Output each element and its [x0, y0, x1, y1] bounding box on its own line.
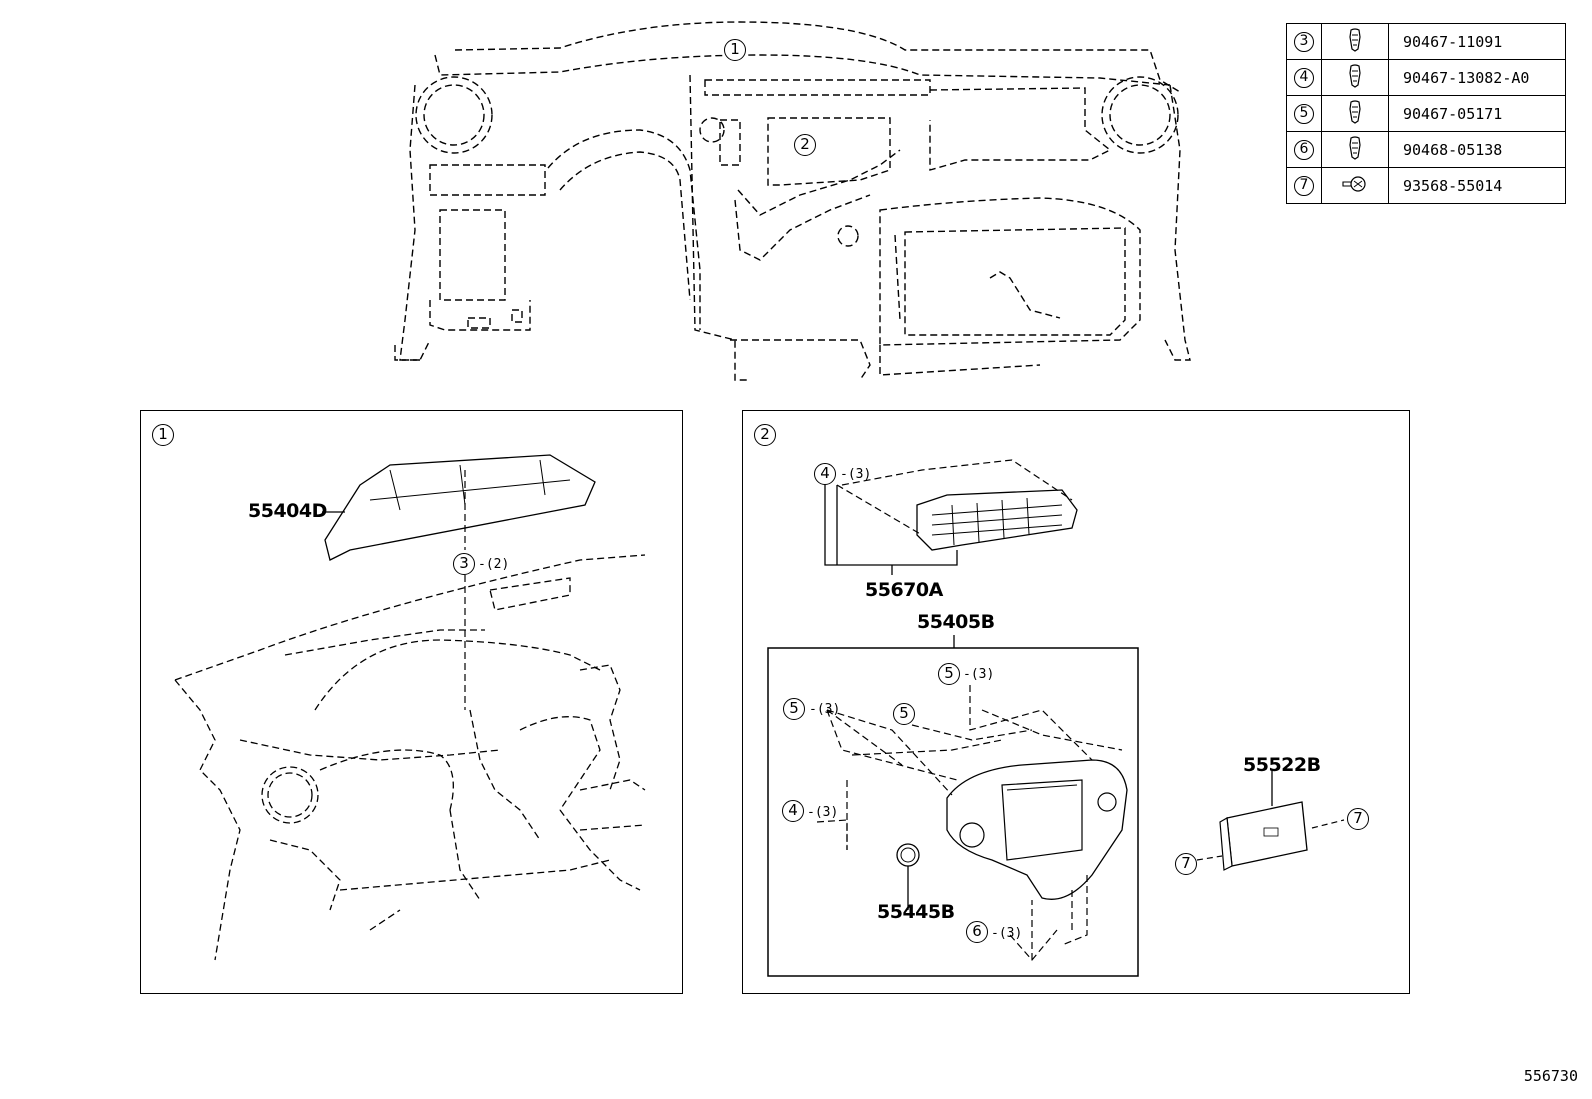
detail-panel-1: [140, 410, 683, 994]
clip-icon: [1321, 95, 1389, 132]
table-row: 3 90467-11091: [1286, 23, 1566, 60]
part-label-55405B: 55405B: [917, 611, 995, 633]
ref-number: 4: [1294, 67, 1314, 88]
bezel-clip5-left-ref: 5: [783, 698, 805, 720]
table-row: 5 90467-05171: [1286, 95, 1566, 132]
bezel-clip6-qty: -(3): [991, 926, 1023, 941]
part-label-55404D: 55404D: [248, 500, 327, 522]
ref-cell: 6: [1286, 131, 1322, 168]
part-number: 90467-13082-A0: [1388, 59, 1566, 96]
overview-callout-1: 1: [724, 39, 746, 61]
ref-cell: 3: [1286, 23, 1322, 60]
part-number: 90468-05138: [1388, 131, 1566, 168]
table-row: 4 90467-13082-A0: [1286, 59, 1566, 96]
ref-number: 7: [1294, 175, 1314, 196]
bezel-clip5-top-qty: -(3): [963, 667, 995, 682]
part-label-55670A: 55670A: [865, 579, 943, 601]
part-label-55522B: 55522B: [1243, 754, 1321, 776]
vent-clip-qty: -(3): [840, 467, 872, 482]
table-row: 7 93568-55014: [1286, 167, 1566, 204]
ref-cell: 5: [1286, 95, 1322, 132]
bezel-clip6-ref: 6: [966, 921, 988, 943]
panel-2-ref: 2: [754, 424, 776, 446]
clip-icon: [1321, 131, 1389, 168]
switch-screw-ref-right: 7: [1347, 808, 1369, 830]
panel-1-clip-qty: -(2): [478, 557, 510, 572]
panel-1-drawing: [174, 454, 646, 961]
panel-1-ref: 1: [152, 424, 174, 446]
ref-number: 5: [1294, 103, 1314, 124]
diagram-number: 556730: [1523, 1067, 1578, 1085]
panel-2-drawing: [767, 459, 1345, 977]
bezel-clip4-qty: -(3): [807, 805, 839, 820]
ref-number: 3: [1294, 31, 1314, 52]
part-label-55445B: 55445B: [877, 901, 955, 923]
bezel-clip5-mid-ref: 5: [893, 703, 915, 725]
table-row: 6 90468-05138: [1286, 131, 1566, 168]
part-number: 90467-05171: [1388, 95, 1566, 132]
detail-panel-2: [742, 410, 1410, 994]
ref-cell: 7: [1286, 167, 1322, 204]
dashboard-overview-drawing: [394, 21, 1191, 381]
vent-clip-ref: 4: [814, 463, 836, 485]
ref-number: 6: [1294, 139, 1314, 160]
bezel-clip4-ref: 4: [782, 800, 804, 822]
part-number: 93568-55014: [1388, 167, 1566, 204]
part-number: 90467-11091: [1388, 23, 1566, 60]
panel-1-clip-ref: 3: [453, 553, 475, 575]
overview-callout-2: 2: [794, 134, 816, 156]
switch-screw-ref-left: 7: [1175, 853, 1197, 875]
clip-icon: [1321, 23, 1389, 60]
clip-icon: [1321, 59, 1389, 96]
bezel-clip5-left-qty: -(3): [809, 702, 841, 717]
bezel-clip5-top-ref: 5: [938, 663, 960, 685]
